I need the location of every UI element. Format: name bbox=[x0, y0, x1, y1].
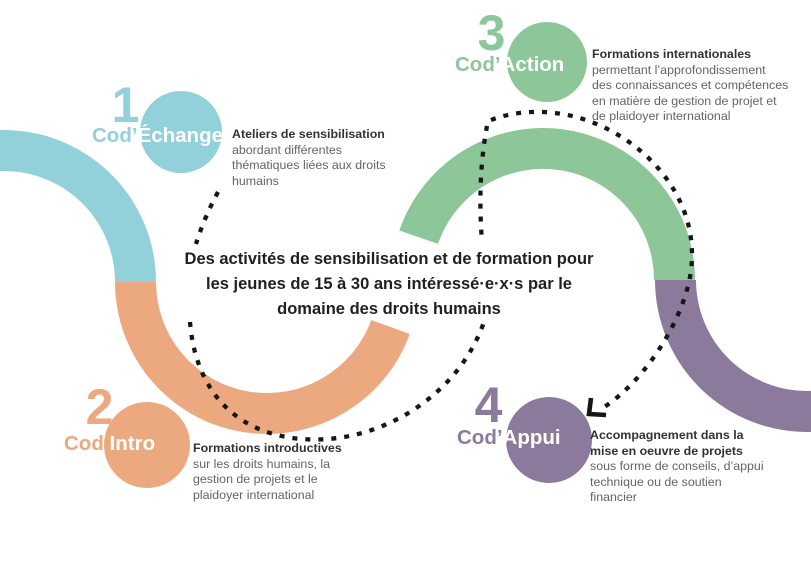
step-desc-4-line: sous forme de conseils, d’appui bbox=[590, 459, 764, 474]
title-line-3: domaine des droits humains bbox=[277, 300, 501, 318]
dashed-connector-right-loop bbox=[490, 109, 695, 411]
step-desc-4: Accompagnement dans la mise en oeuvre de… bbox=[590, 428, 764, 506]
step-desc-2-bold: Formations introductives bbox=[193, 441, 342, 455]
purple-arc-segment bbox=[655, 280, 811, 432]
step-number-1: 1 bbox=[111, 77, 140, 133]
step-desc-4-bold: Accompagnement dans la bbox=[590, 428, 744, 442]
step-label-2-suffix: Intro bbox=[109, 432, 156, 455]
step-desc-3-line: en matière de gestion de projet et bbox=[592, 93, 777, 108]
step-desc-1-line: thématiques liées aux droits bbox=[232, 158, 386, 173]
dashed-connector-bottom-left bbox=[187, 321, 487, 442]
step-label-4: Cod’Appui bbox=[457, 426, 561, 450]
step-desc-3-line: de plaidoyer international bbox=[592, 109, 731, 124]
step-number-3: 3 bbox=[477, 5, 506, 61]
step-desc-3-bold: Formations internationales bbox=[592, 47, 752, 61]
step-label-3-suffix: Action bbox=[500, 53, 565, 76]
step-desc-3: Formations internationales permettant l’… bbox=[592, 47, 788, 125]
step-label-2: Cod’Intro bbox=[64, 432, 155, 456]
step-number-4: 4 bbox=[474, 377, 503, 433]
teal-arc-segment bbox=[0, 130, 156, 282]
step-desc-1: Ateliers de sensibilisation abordant dif… bbox=[232, 127, 386, 189]
step-desc-4-line: technique ou de soutien bbox=[590, 474, 722, 489]
step-desc-3-line: permettant l’approfondissement bbox=[592, 62, 766, 77]
step-circle-4 bbox=[506, 397, 592, 483]
step-desc-2-line: plaidoyer international bbox=[193, 487, 315, 502]
orange-arc-segment bbox=[115, 282, 410, 434]
title-line-2: les jeunes de 15 à 30 ans intéressé·e·x·… bbox=[206, 275, 572, 293]
main-title: Des activités de sensibilisation et de f… bbox=[0, 247, 778, 322]
step-desc-4-bold: mise en oeuvre de projets bbox=[590, 443, 743, 458]
dashed-connector-step1 bbox=[193, 190, 220, 245]
step-circle-2 bbox=[104, 402, 190, 488]
step-desc-1-bold: Ateliers de sensibilisation bbox=[232, 127, 385, 141]
step-label-1-suffix: Échange bbox=[137, 124, 223, 147]
title-line-1: Des activités de sensibilisation et de f… bbox=[184, 250, 594, 268]
step-desc-2-line: sur les droits humains, la bbox=[193, 456, 331, 471]
step-desc-4-line: financier bbox=[590, 490, 637, 505]
step-label-1-prefix: Cod’ bbox=[92, 124, 138, 147]
step-number-2: 2 bbox=[85, 379, 114, 435]
step-circle-1 bbox=[140, 91, 222, 173]
step-label-3-prefix: Cod’ bbox=[455, 53, 501, 76]
step-desc-1-line: abordant différentes bbox=[232, 142, 342, 157]
green-arc-segment bbox=[399, 128, 695, 280]
step-circle-3 bbox=[507, 22, 587, 102]
step-label-3: Cod’Action bbox=[455, 53, 564, 77]
step-label-2-prefix: Cod’ bbox=[64, 432, 110, 455]
arrow-head-icon bbox=[586, 397, 607, 418]
step-desc-2: Formations introductives sur les droits … bbox=[193, 441, 342, 503]
step-desc-2-line: gestion de projets et le bbox=[193, 472, 318, 487]
step-desc-1-line: humains bbox=[232, 173, 279, 188]
step-label-4-prefix: Cod’ bbox=[457, 426, 503, 449]
step-label-4-suffix: Appui bbox=[502, 426, 561, 449]
step-label-1: Cod’Échange bbox=[92, 124, 223, 148]
step-desc-3-line: des connaissances et compétences bbox=[592, 78, 789, 93]
